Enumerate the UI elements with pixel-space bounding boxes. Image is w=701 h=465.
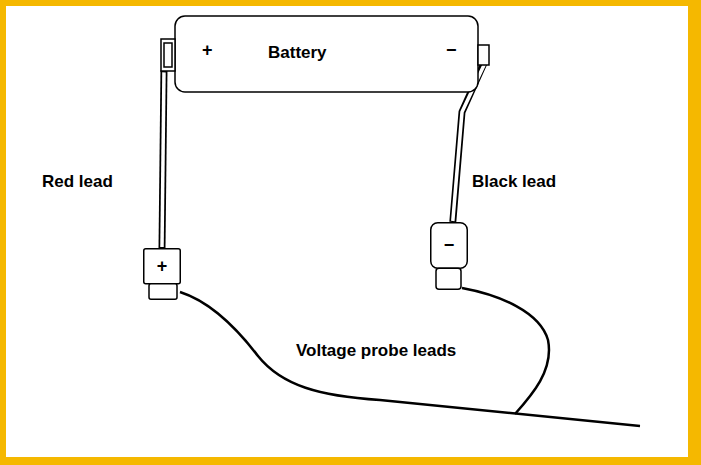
- red-probe-plug-part: [149, 284, 177, 300]
- battery-part: [164, 43, 172, 67]
- battery-part: [175, 16, 478, 92]
- probe-label: Voltage probe leads: [296, 342, 456, 361]
- probe-lead-red: [180, 292, 640, 426]
- black-probe-plug: −: [430, 222, 468, 290]
- wire-label: Red lead: [42, 173, 113, 192]
- node-text: +: [202, 41, 213, 59]
- red-probe-plug: +: [143, 248, 181, 300]
- test-lead-wire: [162, 70, 164, 248]
- black-probe-plug-part: [436, 268, 461, 289]
- battery-part: [161, 39, 175, 71]
- black-probe-plug-part: [431, 223, 468, 269]
- red-probe-plug-part: [144, 249, 181, 284]
- node-text: +: [157, 257, 168, 275]
- node-text: Battery: [268, 44, 327, 61]
- black-probe-plug-outline: [430, 222, 468, 290]
- node-text: −: [444, 236, 455, 254]
- battery: + Battery −: [160, 15, 491, 93]
- node-text: −: [446, 41, 457, 59]
- wire-core: [162, 72, 164, 247]
- battery-part: [478, 45, 489, 65]
- probe-lead-black: [462, 288, 549, 414]
- wire-label: Black lead: [472, 173, 556, 192]
